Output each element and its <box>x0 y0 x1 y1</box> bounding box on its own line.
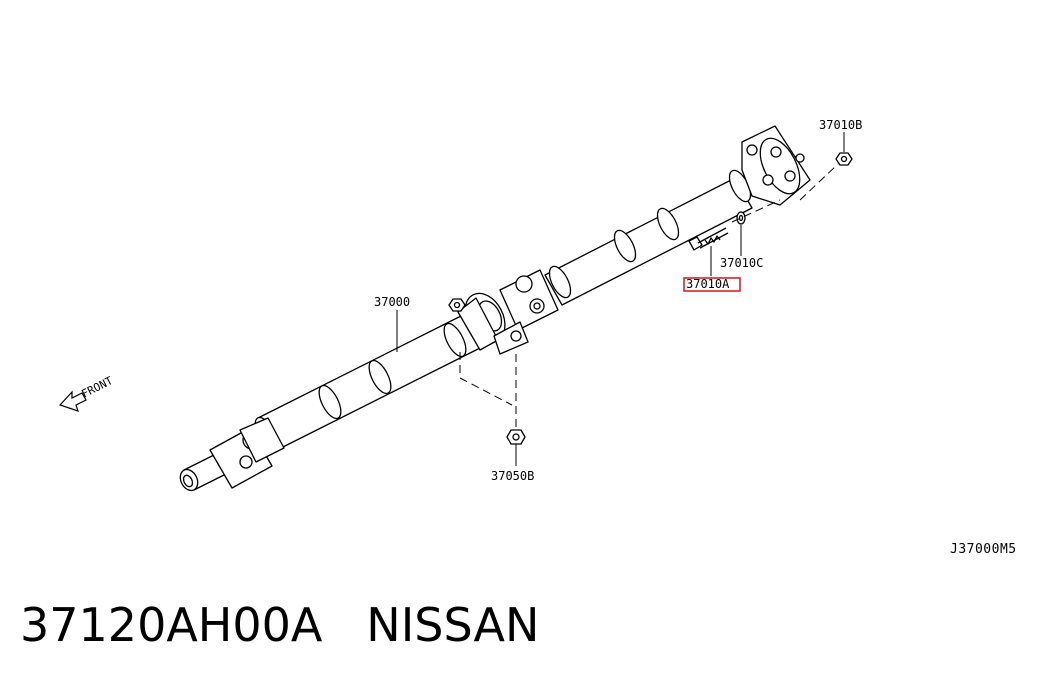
bolt-37010a <box>688 227 729 251</box>
front-yoke <box>179 417 285 492</box>
washer-37010c <box>736 211 746 225</box>
callout-37010a: 37010A <box>686 277 730 291</box>
parts-diagram: 37000 37010B 37010C 37010A 37050B FRONT <box>58 118 862 492</box>
callout-37010b: 37010B <box>819 118 862 132</box>
callout-37000: 37000 <box>374 295 410 309</box>
nut-37010b <box>835 152 853 166</box>
front-label: FRONT <box>79 374 115 401</box>
assembly-dashed-lines <box>459 163 839 428</box>
part-caption: 37120AH00A NISSAN <box>20 598 539 652</box>
highlight-box <box>683 277 741 292</box>
rear-flex-coupling <box>741 125 811 206</box>
part-number: 37120AH00A <box>20 598 323 652</box>
leader-lines <box>396 132 845 466</box>
callout-37050b: 37050B <box>491 469 534 483</box>
center-joint <box>457 269 559 355</box>
rear-shaft-tube <box>544 169 753 306</box>
front-shaft-tube <box>254 314 481 452</box>
center-mount-nut <box>448 298 466 312</box>
callout-37010c: 37010C <box>720 256 763 270</box>
diagram-reference-code: J37000M5 <box>950 542 1017 557</box>
nut-37050b <box>506 429 526 445</box>
brand-name: NISSAN <box>366 598 540 652</box>
front-direction-arrow: FRONT <box>58 374 115 412</box>
